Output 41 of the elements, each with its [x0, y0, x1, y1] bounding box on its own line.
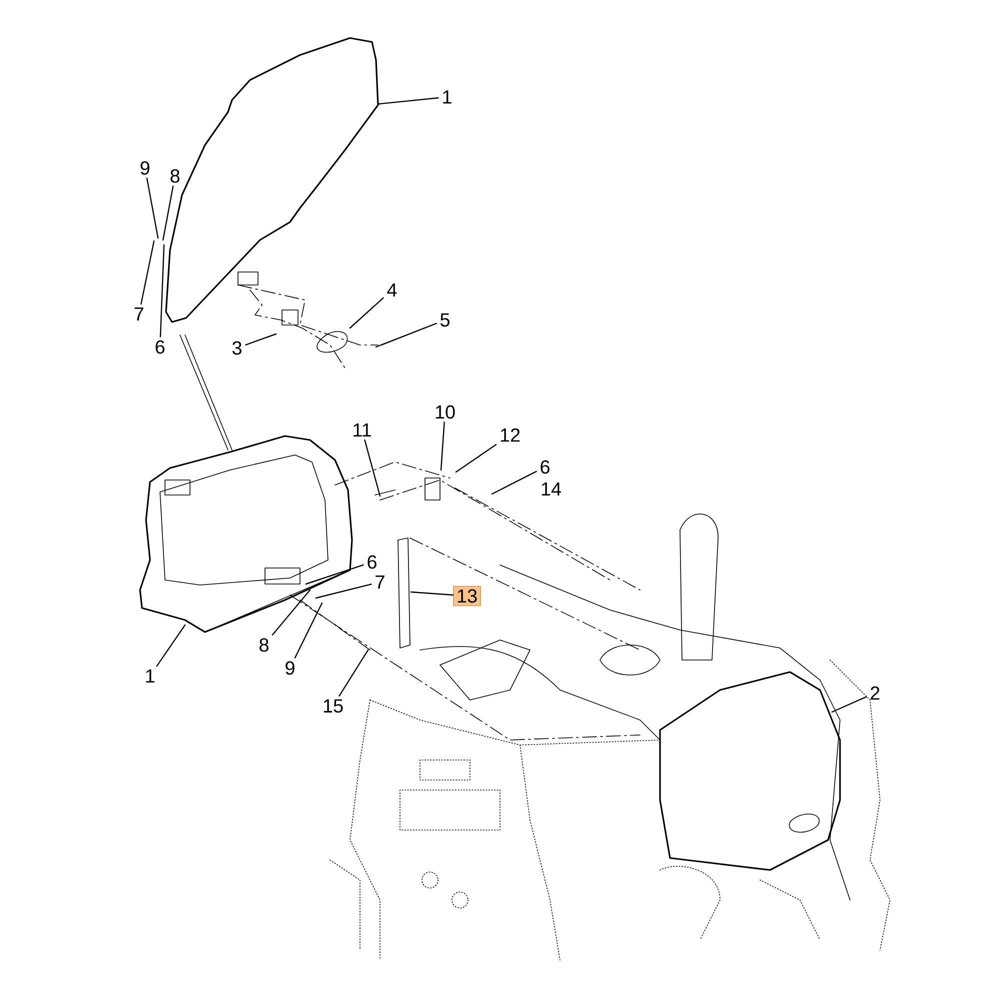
- callout-number: 9: [286, 661, 294, 675]
- callout-number: 1: [443, 90, 452, 104]
- leader-line: [272, 589, 311, 636]
- leader-line: [160, 244, 165, 338]
- callout-number: 15: [324, 699, 343, 713]
- callout-number: 7: [376, 575, 384, 589]
- callout-number: 7: [134, 307, 144, 321]
- leader-line: [831, 696, 867, 713]
- leader-line: [440, 422, 445, 471]
- leader-line: [491, 470, 537, 495]
- leader-line: [294, 602, 323, 658]
- leader-line: [156, 624, 186, 667]
- leader-line: [146, 178, 159, 239]
- leader-line: [349, 297, 384, 329]
- leader-line: [245, 333, 277, 346]
- leader-line: [305, 564, 364, 585]
- callout-number: 14: [542, 482, 562, 496]
- leader-line: [140, 240, 155, 305]
- callout-number: 2: [870, 686, 880, 700]
- leader-line: [375, 322, 437, 348]
- leader-line: [315, 584, 372, 599]
- callout-number: 11: [354, 423, 371, 437]
- leader-line: [410, 591, 454, 596]
- callout-number: 6: [156, 340, 164, 354]
- callout-number: 6: [368, 555, 376, 569]
- callout-number: 3: [232, 341, 242, 355]
- callout-number: 1: [146, 669, 154, 683]
- callout-number: 12: [500, 428, 520, 442]
- callout-number: 8: [170, 169, 180, 183]
- callout-number: 13: [453, 586, 481, 606]
- callout-number: 5: [440, 313, 450, 327]
- leader-line: [162, 186, 174, 241]
- callout-number: 10: [436, 405, 455, 419]
- callout-number: 6: [540, 460, 550, 474]
- leader-line: [377, 97, 439, 105]
- leader-line: [455, 444, 497, 473]
- callout-number: 4: [387, 283, 397, 297]
- leader-line: [364, 439, 381, 497]
- leader-line: [338, 649, 369, 697]
- callout-number: 8: [260, 638, 268, 652]
- callout-number: 9: [140, 161, 150, 175]
